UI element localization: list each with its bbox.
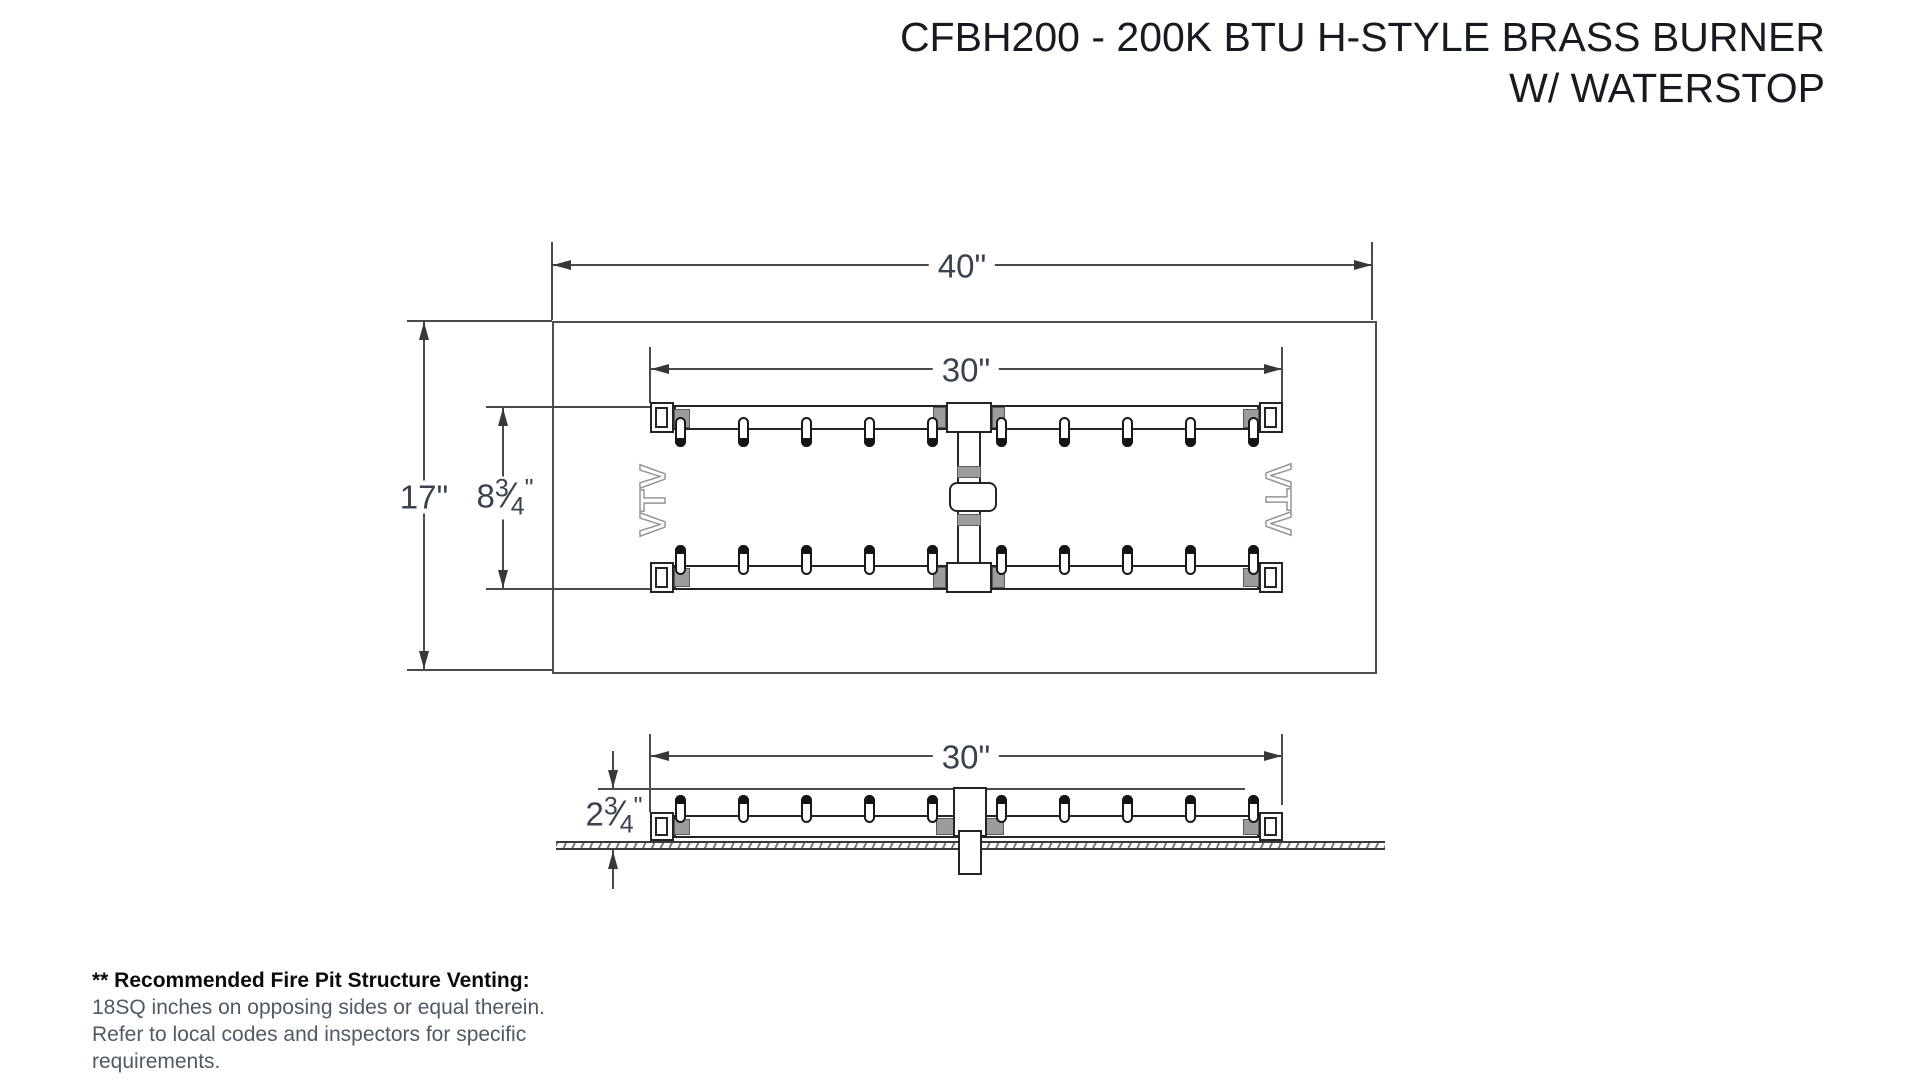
waterstop-inlet-stub	[958, 830, 982, 875]
vtv-watermark-right: VTV	[1257, 463, 1300, 538]
side-view-port	[800, 795, 812, 823]
bottom-tube-port	[863, 545, 875, 575]
dim-30-side-arrow-left	[651, 751, 669, 761]
top-tube-port	[1184, 417, 1196, 447]
side-view-port	[1184, 795, 1196, 823]
side-view-port	[863, 795, 875, 823]
dim-275-denominator: 4	[619, 810, 634, 839]
dim-275-line-top	[612, 751, 614, 788]
dim-30-side-label: 30"	[932, 740, 1000, 774]
side-center-hub	[953, 787, 987, 837]
page-title: CFBH200 - 200K BTU H-STYLE BRASS BURNER …	[900, 12, 1825, 114]
dim-30-top-ext-left	[649, 347, 651, 403]
top-tube-port	[674, 417, 686, 447]
bottom-tube-port	[800, 545, 812, 575]
dim-30-top-arrow-right	[1264, 364, 1282, 374]
top-tube-port	[1247, 417, 1259, 447]
venting-note: ** Recommended Fire Pit Structure Ventin…	[92, 967, 545, 1075]
burner-top-tube-left-cap	[650, 402, 674, 433]
top-tube-port	[995, 417, 1007, 447]
center-top-tee	[946, 402, 992, 433]
center-valve-body	[949, 482, 997, 512]
center-bottom-tee	[946, 562, 992, 593]
bottom-tube-port	[737, 545, 749, 575]
dim-275-arrow-down	[608, 770, 618, 788]
dim-875-arrow-up	[498, 408, 508, 426]
dim-875-label: 83⁄4"	[467, 474, 543, 521]
dim-17-arrow-down	[419, 651, 429, 669]
side-view-port	[926, 795, 938, 823]
dim-875-ext-bottom	[486, 588, 650, 590]
dim-875-slash: ⁄	[506, 474, 513, 516]
side-view-port	[737, 795, 749, 823]
dim-30-side-ext-right	[1281, 734, 1283, 805]
dim-275-numerator: 3	[603, 792, 618, 821]
top-tube-port	[1058, 417, 1070, 447]
side-view-top-reference-line	[598, 788, 1245, 790]
top-tube-port	[737, 417, 749, 447]
dim-30-top-label: 30"	[932, 353, 1000, 387]
dim-875-unit: "	[524, 474, 534, 503]
dim-875-denominator: 4	[510, 492, 525, 521]
side-view-right-cap	[1259, 812, 1283, 841]
dim-875-numerator: 3	[494, 474, 509, 503]
top-tube-port	[863, 417, 875, 447]
venting-note-line3: requirements.	[92, 1050, 221, 1073]
dim-275-label: 23⁄4"	[576, 792, 651, 839]
dim-30-side-ext-left	[649, 734, 651, 812]
dim-17-label: 17"	[390, 480, 458, 514]
top-tube-port	[926, 417, 938, 447]
dim-40-arrow-left	[553, 260, 571, 270]
dim-275-whole: 2	[585, 795, 604, 833]
dim-30-top-ext-right	[1281, 347, 1283, 403]
burner-top-tube-right-cap	[1259, 402, 1283, 433]
dim-875-whole: 8	[476, 477, 495, 515]
dim-40-label: 40"	[928, 249, 996, 283]
bottom-tube-port	[1184, 545, 1196, 575]
dim-40-ext-left	[551, 242, 553, 320]
top-tube-port	[1121, 417, 1133, 447]
cross-pipe-lower-band	[957, 514, 981, 526]
dim-275-arrow-up	[608, 851, 618, 869]
dim-30-side-arrow-right	[1264, 751, 1282, 761]
dim-30-top-arrow-left	[651, 364, 669, 374]
top-tube-port	[800, 417, 812, 447]
dim-275-slash: ⁄	[615, 792, 622, 834]
enclosure-outline-top-view	[552, 321, 1377, 674]
bottom-tube-port	[1058, 545, 1070, 575]
burner-bottom-tube-right-cap	[1259, 562, 1283, 593]
cross-pipe-upper-band	[957, 466, 981, 478]
dim-17-ext-top	[407, 320, 552, 322]
dim-875-arrow-down	[498, 570, 508, 588]
venting-note-heading: ** Recommended Fire Pit Structure Ventin…	[92, 969, 530, 992]
side-view-port	[1121, 795, 1133, 823]
dim-275-line-bottom	[612, 850, 614, 889]
page-title-line2: W/ WATERSTOP	[1509, 65, 1825, 111]
bottom-tube-port	[674, 545, 686, 575]
dim-17-arrow-up	[419, 322, 429, 340]
bottom-tube-port	[995, 545, 1007, 575]
burner-bottom-tube-left-cap	[650, 562, 674, 593]
bottom-tube-port	[1121, 545, 1133, 575]
dim-40-ext-right	[1371, 242, 1373, 320]
side-view-port	[674, 795, 686, 823]
bottom-tube-port	[1247, 545, 1259, 575]
page-title-line1: CFBH200 - 200K BTU H-STYLE BRASS BURNER	[899, 14, 1825, 60]
side-view-port	[1058, 795, 1070, 823]
vtv-watermark-left: VTV	[631, 463, 674, 538]
side-view-port	[995, 795, 1007, 823]
side-view-left-cap	[650, 812, 674, 841]
side-view-port	[1247, 795, 1259, 823]
venting-note-line2: Refer to local codes and inspectors for …	[92, 1023, 527, 1046]
dim-17-ext-bottom	[407, 669, 552, 671]
side-hub-left-coupling	[936, 818, 954, 835]
venting-note-line1: 18SQ inches on opposing sides or equal t…	[92, 996, 545, 1019]
dim-275-unit: "	[633, 792, 643, 821]
dim-875-ext-top	[486, 406, 650, 408]
bottom-tube-port	[926, 545, 938, 575]
dim-40-arrow-right	[1354, 260, 1372, 270]
